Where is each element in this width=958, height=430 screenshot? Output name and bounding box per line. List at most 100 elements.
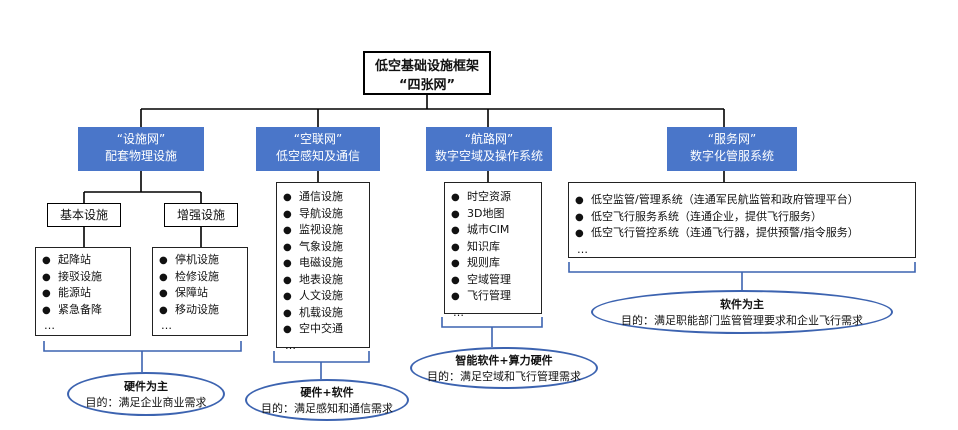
header-title: “服务网” <box>707 132 757 146</box>
summary-title: 硬件为主 <box>124 380 168 393</box>
list-airspace-facilities: ●通信设施 ●导航设施 ●监视设施 ●气象设施 ●电磁设施 ●地表设施 ●人文设… <box>276 182 370 352</box>
list-item: ● 低空监管/管理系统（连通军民航监管和政府管理平台） <box>575 192 915 209</box>
list-item-label: 停机设施 <box>175 253 219 266</box>
summary-title: 硬件+软件 <box>300 386 354 399</box>
list-ellipsis: … <box>285 338 296 352</box>
summary-oval-service: 软件为主 目的：满足职能部门监管管理要求和企业飞行需求 <box>591 290 893 334</box>
list-item: ● 保障站 <box>159 285 247 302</box>
bullet-icon: ● <box>283 324 292 335</box>
header-title: “设施网” <box>116 132 166 146</box>
list-item-label: 城市CIM <box>467 223 510 236</box>
header-airspace-network: “空联网” 低空感知及通信 <box>256 127 380 171</box>
header-title: “空联网” <box>293 132 343 146</box>
bullet-icon: ● <box>283 258 292 269</box>
header-subtitle: 数字化管服系统 <box>689 149 774 163</box>
list-ellipsis: … <box>161 319 172 332</box>
list-item: ● 飞行管理 <box>451 288 541 305</box>
bullet-icon: ● <box>451 291 460 302</box>
list-ellipsis: … <box>453 305 464 319</box>
list-item: ● 电磁设施 <box>283 255 369 272</box>
header-subtitle: 配套物理设施 <box>104 149 177 163</box>
list-item-label: 气象设施 <box>299 239 343 253</box>
list-item-label: 低空监管/管理系统（连通军民航监管和政府管理平台） <box>591 193 859 206</box>
list-ellipsis: … <box>577 242 588 256</box>
list-item-label: 3D地图 <box>467 206 505 220</box>
bullet-icon: ● <box>575 211 584 223</box>
list-item: ●人文设施 <box>283 288 369 305</box>
list-item: ● 3D地图 <box>451 206 541 223</box>
bullet-icon: ● <box>42 304 51 316</box>
bullet-icon: ● <box>575 195 584 206</box>
bullet-icon: ● <box>42 271 51 283</box>
list-item: ● 城市CIM <box>451 222 541 239</box>
root-subtitle: “四张网” <box>398 78 456 93</box>
list-item-label: 时空资源 <box>467 190 511 203</box>
bullet-icon: ● <box>451 225 460 236</box>
list-item-label: 接驳设施 <box>58 269 102 283</box>
bullet-icon: ● <box>451 241 460 253</box>
bullet-icon: ● <box>283 225 292 236</box>
list-service-systems: ● 低空监管/管理系统（连通军民航监管和政府管理平台） ●低空飞行服务系统（连通企… <box>568 182 916 258</box>
list-item-label: 飞行管理 <box>467 289 511 302</box>
bullet-icon: ● <box>575 228 584 239</box>
bullet-icon: ● <box>159 255 168 266</box>
header-subtitle: 数字空域及操作系统 <box>434 149 543 163</box>
list-item-label: 低空飞行管控系统（连通飞行器，提供预警/指令服务） <box>591 226 859 239</box>
list-item: ●紧急备降 <box>42 302 130 319</box>
list-item-label: 通信设施 <box>299 190 343 203</box>
summary-purpose: 目的：满足职能部门监管管理要求和企业飞行需求 <box>621 314 863 327</box>
list-item: ● 时空资源 <box>451 189 541 206</box>
bullet-icon: ● <box>451 274 460 286</box>
summary-title: 软件为主 <box>720 298 764 311</box>
bullet-icon: ● <box>283 274 292 286</box>
bullet-icon: ● <box>283 241 292 253</box>
bullet-icon: ● <box>283 208 292 220</box>
list-item-label: 机载设施 <box>299 305 343 319</box>
bullet-icon: ● <box>159 304 168 316</box>
list-item: ●导航设施 <box>283 206 369 223</box>
list-ellipsis: … <box>44 319 55 332</box>
bullet-icon: ● <box>159 288 168 299</box>
list-item: ●检修设施 <box>159 269 247 286</box>
list-item-label: 地表设施 <box>299 272 343 286</box>
list-item-label: 空域管理 <box>467 272 511 286</box>
summary-purpose: 目的：满足空域和飞行管理需求 <box>427 370 581 383</box>
list-item: ● 低空飞行管控系统（连通飞行器，提供预警/指令服务） <box>575 225 915 242</box>
list-item-label: 规则库 <box>467 256 500 269</box>
list-item: ● 地表设施 <box>283 272 369 289</box>
summary-purpose: 目的：满足感知和通信需求 <box>261 402 393 415</box>
list-item-label: 人文设施 <box>299 289 343 302</box>
bullet-icon: ● <box>451 208 460 220</box>
bullet-icon: ● <box>42 255 51 266</box>
list-item-label: 监视设施 <box>299 223 343 236</box>
list-item-label: 移动设施 <box>175 302 219 316</box>
list-item: ● 机载设施 <box>283 305 369 322</box>
summary-oval-airspace: 硬件+软件 目的：满足感知和通信需求 <box>245 379 409 421</box>
list-enhanced-facilities: ● 停机设施 ●检修设施 ● 保障站 ● 移动设施 … <box>152 247 248 336</box>
summary-title: 智能软件+算力硬件 <box>455 354 553 367</box>
list-item-label: 电磁设施 <box>299 256 343 269</box>
bullet-icon: ● <box>451 192 460 203</box>
summary-purpose: 目的：满足企业商业需求 <box>85 396 207 409</box>
header-subtitle: 低空感知及通信 <box>275 149 360 163</box>
bullet-icon: ● <box>283 307 292 319</box>
bullet-icon: ● <box>42 288 51 299</box>
list-item-label: 保障站 <box>175 286 208 299</box>
list-basic-facilities: ●起降站 ●接驳设施 ●能源站 ●紧急备降 … <box>35 247 131 336</box>
list-item: ●规则库 <box>451 255 541 272</box>
list-item-label: 起降站 <box>58 253 91 266</box>
header-route-network: “航路网” 数字空域及操作系统 <box>426 127 552 171</box>
bullet-icon: ● <box>159 271 168 283</box>
list-item: ● 停机设施 <box>159 252 247 269</box>
list-item: ● 空域管理 <box>451 272 541 289</box>
list-item: ● 接驳设施 <box>42 269 130 286</box>
list-item: ●低空飞行服务系统（连通企业，提供飞行服务） <box>575 209 915 226</box>
list-item: ●通信设施 <box>283 189 369 206</box>
list-item: ● 移动设施 <box>159 302 247 319</box>
list-item: ● 监视设施 <box>283 222 369 239</box>
list-item: ● 气象设施 <box>283 239 369 256</box>
group-basic-facilities: 基本设施 <box>47 203 121 227</box>
list-item-label: 知识库 <box>467 239 500 253</box>
summary-oval-route: 智能软件+算力硬件 目的：满足空域和飞行管理需求 <box>410 347 598 389</box>
